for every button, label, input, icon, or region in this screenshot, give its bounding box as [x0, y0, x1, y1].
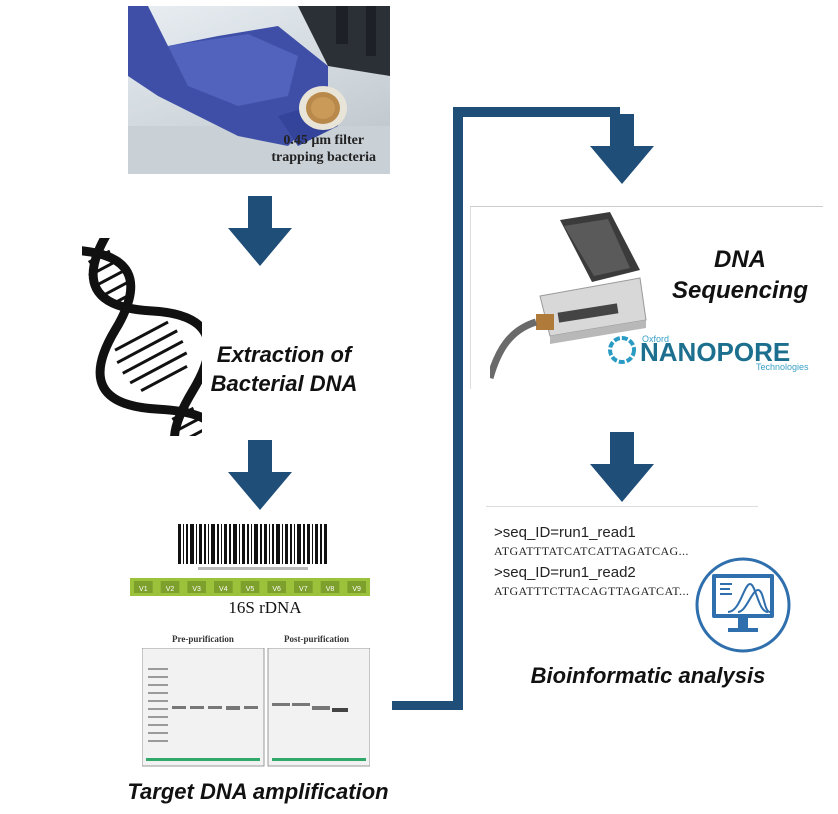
- variable-region-box: [240, 581, 260, 593]
- step-bioinformatics-label: Bioinformatic analysis: [530, 663, 766, 688]
- gloved-hand-illustration: [128, 6, 390, 174]
- brand-sub-text: Technologies: [756, 362, 809, 372]
- variable-region-box: [160, 581, 180, 593]
- down-arrow-1: [228, 196, 292, 266]
- down-arrow-2: [228, 440, 292, 510]
- read-header: >seq_ID=run1_read1: [494, 524, 636, 541]
- down-arrow-4: [590, 432, 654, 502]
- step-sequencing-label: DNA Sequencing: [671, 246, 809, 304]
- variable-region-box: [347, 581, 366, 593]
- 16s-gene-bar: V1 V2 V3 V4 V5 V6 V7 V8 V9: [130, 578, 370, 596]
- variable-region-label: V3: [192, 586, 201, 593]
- variable-region-label: V6: [272, 586, 281, 593]
- gel-left-title: Pre-purification: [172, 634, 234, 644]
- read-sequence: ATGATTTATCATCATTAGATCAG...: [494, 544, 689, 558]
- filter-caption: 0.45 µm filter trapping bacteria: [271, 133, 376, 165]
- analysis-monitor-icon: [695, 557, 791, 653]
- down-arrow-3: [590, 114, 654, 184]
- gene-label: 16S rDNA: [228, 598, 302, 617]
- gel-electrophoresis-image: [142, 648, 370, 767]
- variable-region-label: V7: [299, 586, 308, 593]
- reads-divider: [486, 506, 758, 507]
- variable-region-label: V5: [246, 586, 255, 593]
- variable-region-box: [134, 581, 153, 593]
- step-amplification-label: Target DNA amplification: [127, 779, 389, 804]
- filter-photo: 0.45 µm filter trapping bacteria: [128, 6, 390, 174]
- variable-region-box: [214, 581, 233, 593]
- variable-region-box: [320, 581, 340, 593]
- sequencing-panel: [470, 206, 823, 389]
- minion-device-icon: [490, 212, 647, 379]
- barcode-graphic: [178, 524, 327, 570]
- gel-right-title: Post-purification: [284, 634, 349, 644]
- variable-region-label: V8: [326, 586, 335, 593]
- read-sequence: ATGATTTCTTACAGTTAGATCAT...: [494, 584, 690, 598]
- variable-region-box: [267, 581, 286, 593]
- dna-helix-icon: [82, 238, 202, 436]
- variable-region-box: [187, 581, 206, 593]
- nanopore-logo-icon: [608, 336, 636, 364]
- step-extraction-label: Extraction of Bacterial DNA: [210, 342, 358, 396]
- variable-region-box: [294, 581, 313, 593]
- connector-line: [392, 107, 620, 710]
- brand-main-text: NANOPORE: [640, 337, 791, 367]
- variable-region-label: V4: [219, 586, 228, 593]
- variable-region-label: V1: [139, 586, 148, 593]
- variable-region-label: V2: [166, 586, 175, 593]
- variable-region-label: V9: [352, 586, 361, 593]
- read-header: >seq_ID=run1_read2: [494, 564, 636, 581]
- brand-small-text: Oxford: [642, 334, 670, 344]
